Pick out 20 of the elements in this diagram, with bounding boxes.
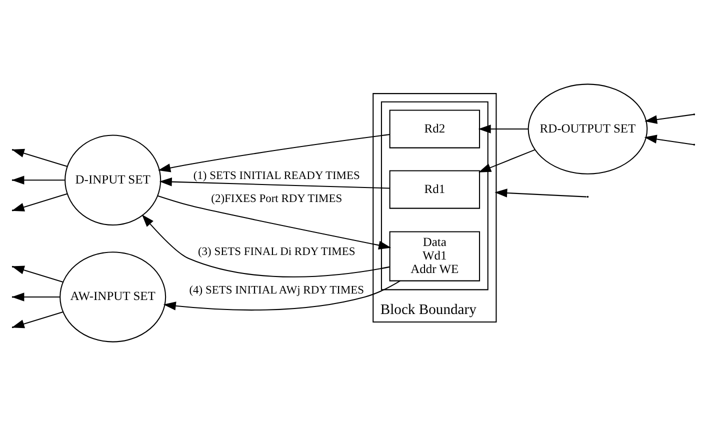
edge-label: (4) SETS INITIAL AWj RDY TIMES bbox=[189, 284, 364, 296]
arrow bbox=[478, 124, 528, 133]
node-box: Rd1 bbox=[389, 170, 480, 208]
cluster bbox=[380, 100, 488, 290]
edge-label: (2)FIXES Port RDY TIMES bbox=[211, 192, 342, 204]
edge-label: (3) SETS FINAL Di RDY TIMES bbox=[198, 246, 356, 258]
arrow bbox=[142, 214, 390, 277]
edge-label: (1) SETS INITIAL READY TIMES bbox=[193, 169, 360, 182]
arrow bbox=[163, 280, 400, 310]
node-box: Rd2 bbox=[389, 109, 480, 148]
arrow bbox=[159, 176, 390, 188]
arrow bbox=[478, 148, 536, 172]
arrow bbox=[644, 113, 694, 124]
node-ellipse: RD-OUTPUT SET bbox=[528, 83, 648, 174]
node-ellipse: AW-INPUT SET bbox=[60, 251, 166, 342]
arrow bbox=[644, 134, 694, 145]
arrow bbox=[494, 188, 587, 197]
arrow bbox=[158, 194, 392, 250]
arrow bbox=[158, 134, 390, 172]
node-box: Data Wd1 Addr WE bbox=[389, 230, 480, 281]
